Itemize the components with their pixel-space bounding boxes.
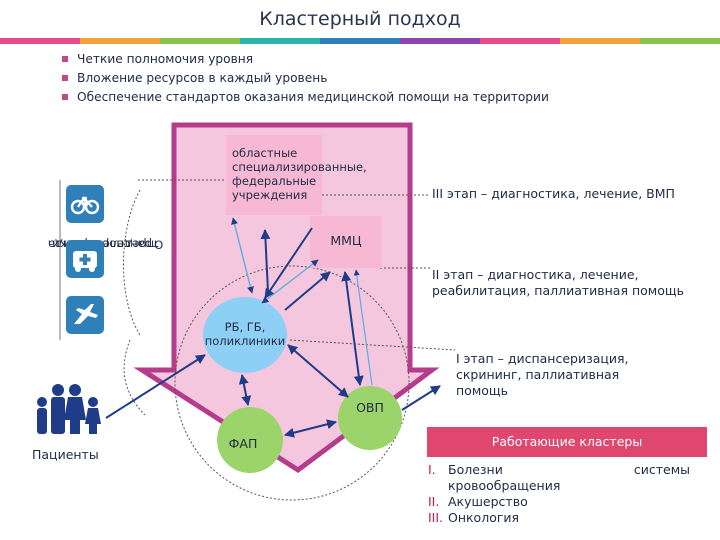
guide-line xyxy=(123,339,146,416)
arrow-fap-ovp xyxy=(284,419,337,438)
color-bar-segment xyxy=(400,38,480,44)
patients-label: Пациенты xyxy=(32,447,99,462)
cluster-num: III. xyxy=(428,510,444,525)
bullet-list: Четкие полномочия уровня Вложение ресурс… xyxy=(62,50,549,107)
bullet-item: Обеспечение стандартов оказания медицинс… xyxy=(62,88,549,107)
patients-icon xyxy=(37,384,101,434)
bullet-item: Вложение ресурсов в каждый уровень xyxy=(62,69,549,88)
arrow-ovp-mmc xyxy=(341,271,364,386)
guide-line xyxy=(289,339,456,351)
bicycle-icon xyxy=(66,185,104,223)
stage-1-line: I этап – диспансеризация, xyxy=(456,351,629,366)
stage-3: III этап – диагностика, лечение, ВМП xyxy=(432,186,675,202)
color-bar-segment xyxy=(640,38,720,44)
cluster-item: I. Болезни системы xyxy=(428,462,690,478)
cluster-text: Онкология xyxy=(448,510,520,525)
cluster-list: I. Болезни системы кровообращения II. Акуш… xyxy=(428,462,690,526)
color-bar-segment xyxy=(160,38,240,44)
bullet-square-icon xyxy=(62,55,68,62)
arrow-rb-mmc xyxy=(284,271,331,311)
bullet-square-icon xyxy=(62,93,68,100)
bullet-text: Четкие полномочия уровня xyxy=(77,52,254,66)
clusters-header: Работающие кластеры xyxy=(427,427,707,457)
arrow-rb-ovp xyxy=(287,344,349,398)
color-bar-segment xyxy=(320,38,400,44)
node-ovp: ОВП xyxy=(356,400,384,415)
stage-1-line: скрининг, паллиативная xyxy=(456,367,620,382)
bullet-item: Четкие полномочия уровня xyxy=(62,50,549,69)
cluster-text: Болезни xyxy=(448,462,503,477)
airplane-icon xyxy=(66,296,104,334)
color-bar-segment xyxy=(480,38,560,44)
bullet-text: Обеспечение стандартов оказания медицинс… xyxy=(77,90,549,104)
node-rb-line: поликлиники xyxy=(204,334,286,348)
cluster-text: кровообращения xyxy=(448,478,561,493)
color-bar-segment xyxy=(240,38,320,44)
node-regional-line: федеральные xyxy=(232,174,317,188)
color-bar-segment xyxy=(560,38,640,44)
stage-1: I этап – диспансеризация, скрининг, палл… xyxy=(456,351,629,399)
cluster-num: II. xyxy=(428,494,440,509)
node-regional: областные специализированные, федеральны… xyxy=(232,146,392,202)
node-regional-line: учреждения xyxy=(232,188,308,202)
node-regional-line: областные xyxy=(232,146,298,160)
color-bar-segment xyxy=(0,38,80,44)
arrow-mmc-left xyxy=(264,227,313,299)
stage-3-line: III этап – диагностика, лечение, ВМП xyxy=(432,186,675,201)
stage-1-line: помощь xyxy=(456,383,509,398)
node-rb-line: РБ, ГБ, xyxy=(224,320,266,334)
arrow-regional-rb xyxy=(231,217,254,294)
node-ovp-circle xyxy=(338,386,402,450)
node-fap: ФАП xyxy=(228,436,258,451)
node-mmc: ММЦ xyxy=(330,233,362,248)
node-regional-line: специализированные, xyxy=(232,160,367,174)
arrow-ovp-right xyxy=(401,385,441,411)
stage-2: II этап – диагностика, лечение, реабилит… xyxy=(432,267,684,299)
node-fap-circle xyxy=(217,407,283,473)
arrow-rb-fap xyxy=(238,374,252,406)
arrow-patients-rb xyxy=(105,354,206,419)
arrow-ovp-mmc-thin xyxy=(353,269,373,386)
node-rb: РБ, ГБ, поликлиники xyxy=(195,320,295,348)
node-mmc-box xyxy=(310,216,382,268)
bullet-square-icon xyxy=(62,74,68,81)
cluster-text: Акушерство xyxy=(448,494,528,509)
node-regional-box xyxy=(226,135,322,215)
page-title: Кластерный подход xyxy=(259,8,461,30)
stage-2-line: реабилитация, паллиативная помощь xyxy=(432,283,685,298)
color-bar xyxy=(0,38,720,44)
node-rb-ellipse xyxy=(203,297,287,373)
color-bar-segment xyxy=(80,38,160,44)
ambulance-icon xyxy=(66,240,104,278)
arrow-rb-up xyxy=(260,229,271,293)
cluster-text: системы xyxy=(633,462,690,477)
bullet-text: Вложение ресурсов в каждый уровень xyxy=(77,71,328,85)
cluster-num: I. xyxy=(428,462,436,477)
guide-line xyxy=(123,189,141,336)
cluster-item: III. Онкология xyxy=(428,510,690,526)
dashed-circle xyxy=(174,265,410,501)
cluster-item: II. Акушерство xyxy=(428,494,690,510)
stage-2-line: II этап – диагностика, лечение, xyxy=(432,267,639,282)
